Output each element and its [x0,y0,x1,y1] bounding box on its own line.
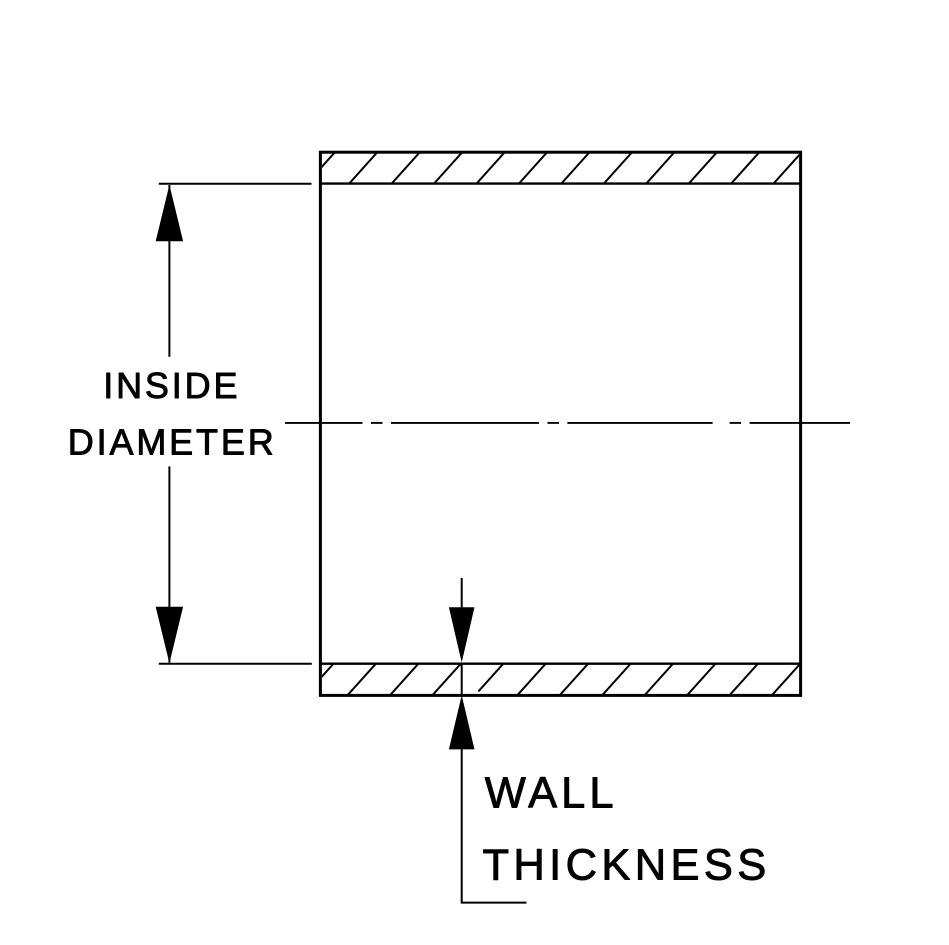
svg-text:WALL: WALL [485,770,618,818]
svg-text:INSIDE: INSIDE [103,365,240,406]
svg-text:DIAMETER: DIAMETER [68,422,277,463]
svg-text:THICKNESS: THICKNESS [483,842,771,890]
